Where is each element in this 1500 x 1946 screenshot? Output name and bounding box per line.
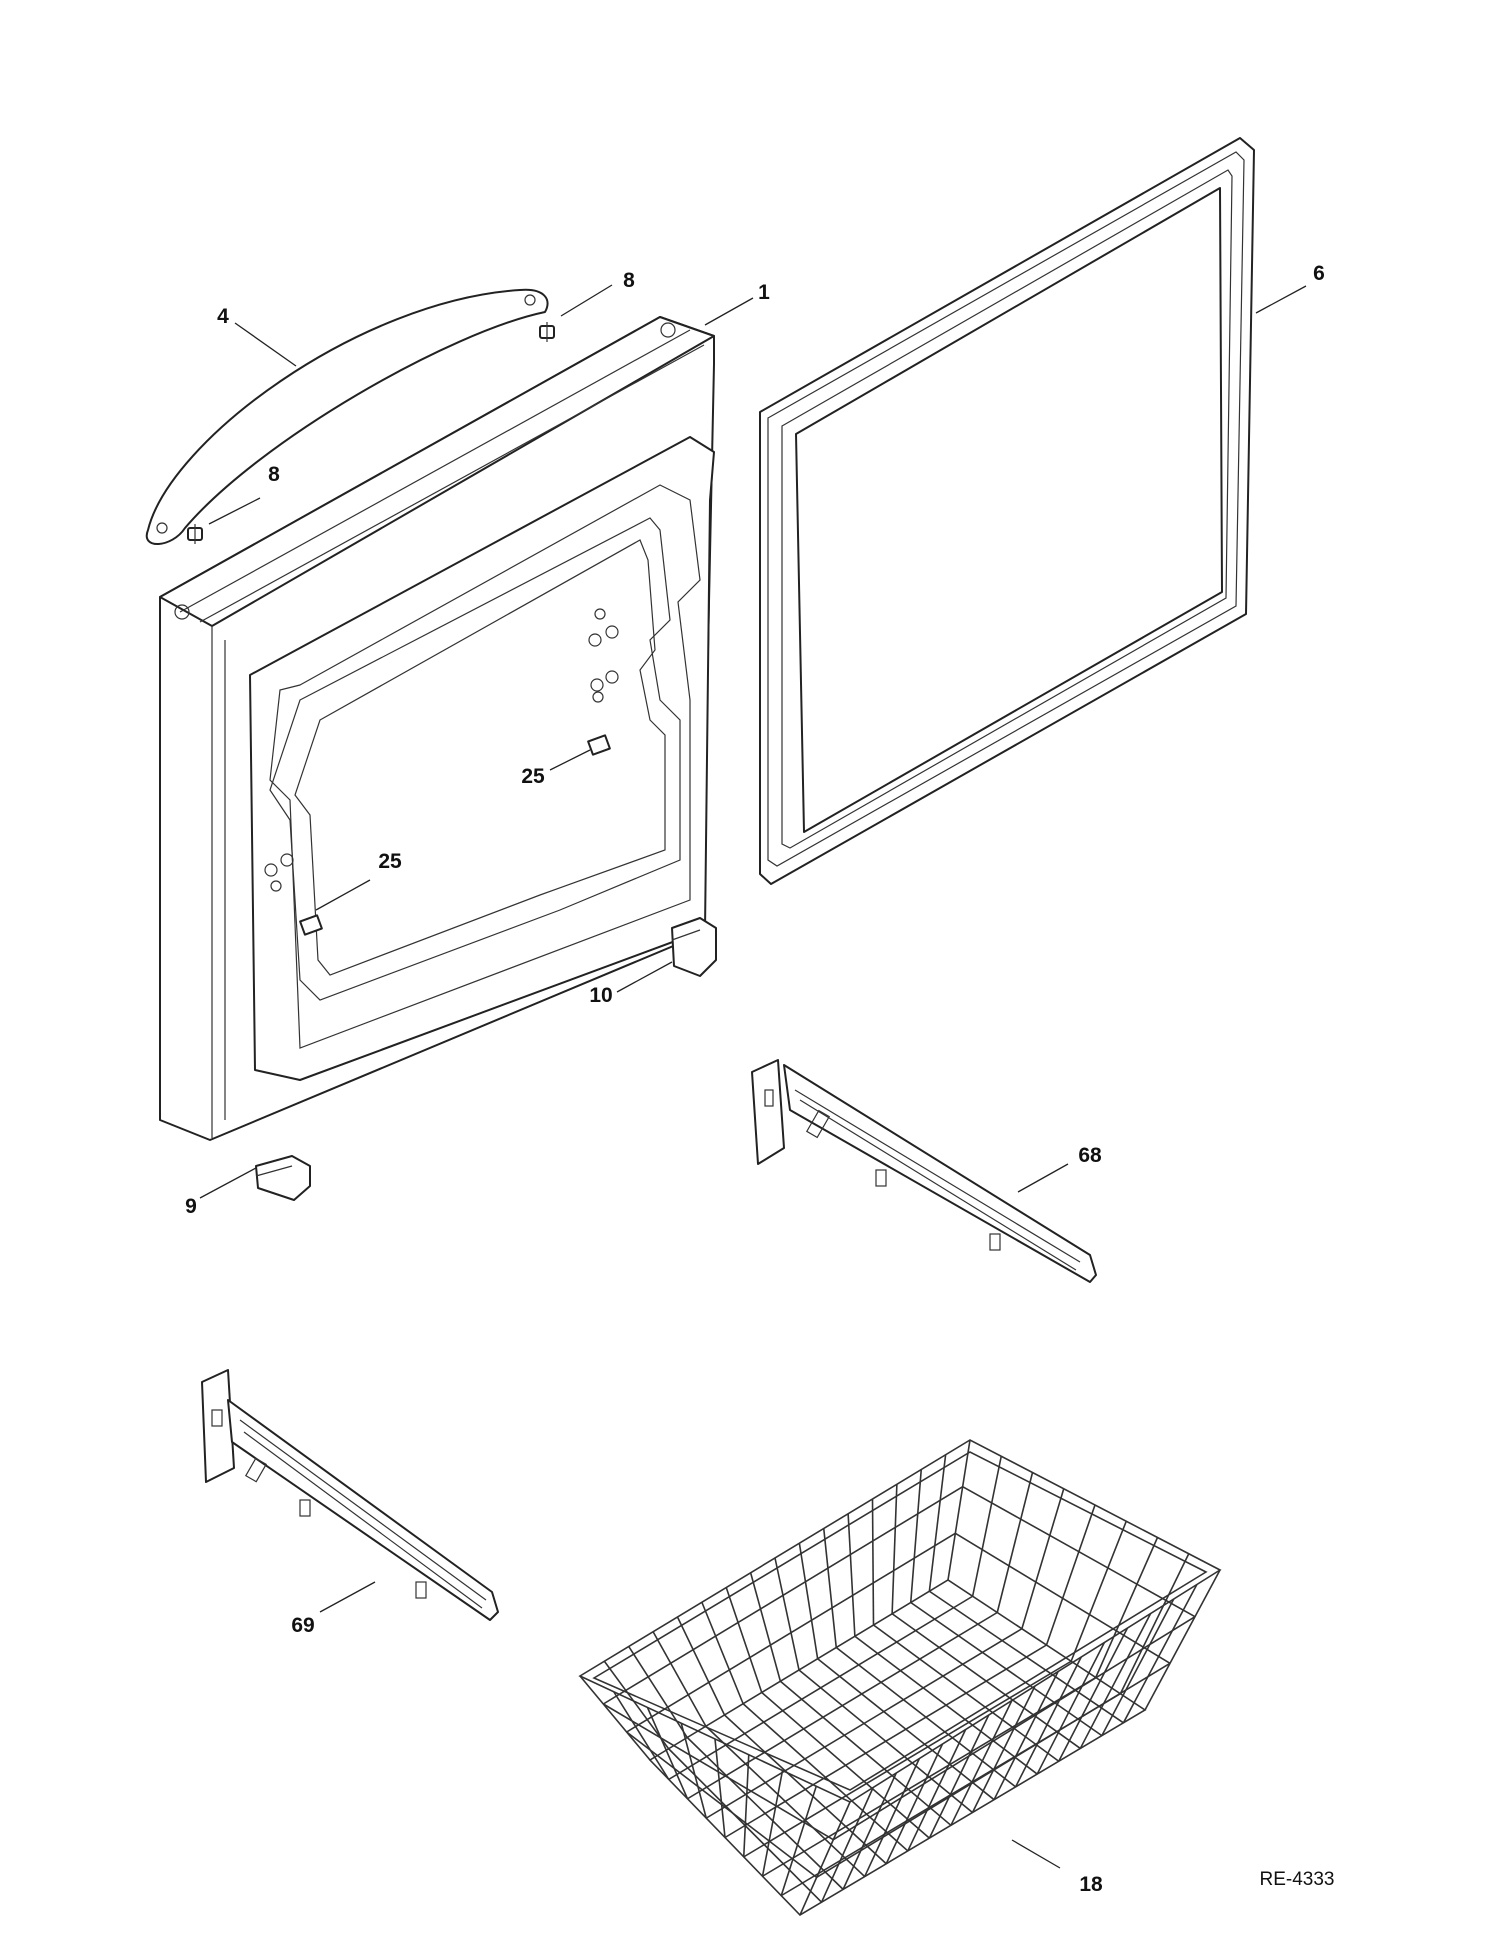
basket-part — [578, 1439, 1222, 1917]
basket-wire — [628, 1646, 688, 1738]
basket-wire — [724, 1644, 1047, 1839]
slide-left-part — [201, 1369, 499, 1621]
hinge-cap-right-part — [671, 917, 717, 977]
callout-screw-upper: 8 — [623, 269, 635, 292]
basket-wire — [774, 1557, 800, 1671]
callout-hinge-cap-left: 9 — [185, 1195, 197, 1218]
basket-wire — [909, 1469, 923, 1603]
screw-upper-part — [539, 322, 555, 342]
basket-wire — [832, 1615, 1196, 1841]
basket-wire — [762, 1676, 1097, 1877]
basket-wire — [602, 1485, 964, 1705]
document-id: RE-4333 — [1259, 1869, 1335, 1890]
basket-wire — [885, 1743, 944, 1865]
basket-wire — [928, 1454, 947, 1592]
callout-slide-right: 68 — [1078, 1144, 1102, 1167]
basket-wire — [1119, 1553, 1190, 1695]
basket-wire — [626, 1532, 956, 1733]
basket-wire — [1122, 1584, 1198, 1724]
basket-wire — [749, 1572, 782, 1682]
basket-wire — [928, 1714, 990, 1839]
basket-wire — [780, 1786, 818, 1896]
basket-wire — [971, 1456, 1003, 1597]
basket-wire — [1079, 1613, 1152, 1749]
callout-clip-lower: 25 — [378, 850, 402, 873]
leader-lines — [199, 284, 1307, 1869]
callout-hinge-cap-right: 10 — [589, 984, 613, 1007]
basket-wire — [798, 1543, 819, 1659]
callout-clip-upper: 25 — [521, 765, 545, 788]
callout-handle: 4 — [217, 305, 229, 328]
basket-wire — [871, 1498, 875, 1626]
basket-wire — [603, 1660, 670, 1750]
clip-lower-part — [299, 914, 323, 936]
basket-wire — [1045, 1504, 1096, 1646]
basket-wire — [676, 1616, 726, 1716]
basket-wire — [1070, 1520, 1127, 1662]
basket-wire — [687, 1611, 998, 1800]
basket-wire — [668, 1595, 974, 1781]
basket-wire — [646, 1707, 689, 1800]
basket-wire — [725, 1587, 763, 1693]
basket-wire — [996, 1472, 1034, 1613]
basket-wire — [907, 1729, 967, 1852]
basket-wire — [743, 1660, 1072, 1858]
basket-wire — [701, 1601, 744, 1705]
basket-wire — [954, 1532, 1171, 1665]
basket-wire — [705, 1628, 1023, 1819]
basket-wire — [626, 1731, 818, 1878]
basket-wire — [761, 1770, 784, 1877]
gasket-part — [759, 137, 1255, 885]
basket-wire — [962, 1485, 1196, 1618]
callout-gasket: 6 — [1313, 262, 1325, 285]
callout-door: 1 — [758, 281, 770, 304]
basket-wire — [714, 1738, 726, 1838]
basket-wire — [891, 1484, 898, 1614]
basket-wire — [652, 1631, 707, 1727]
slide-right-part — [751, 1059, 1097, 1283]
basket-wire — [680, 1723, 708, 1819]
clip-upper-part — [587, 734, 611, 756]
basket-wire — [1095, 1537, 1159, 1678]
callout-screw-lower: 8 — [268, 463, 280, 486]
basket-wire — [602, 1703, 834, 1841]
callout-slide-left: 69 — [291, 1614, 315, 1637]
basket-wire — [1021, 1488, 1065, 1629]
basket-wire — [950, 1700, 1013, 1826]
basket-wire — [613, 1691, 670, 1780]
basket-wire — [1058, 1627, 1129, 1762]
basket-wire — [820, 1787, 874, 1903]
handle-part — [145, 288, 549, 545]
screw-lower-part — [187, 524, 203, 544]
door-part — [159, 316, 715, 1141]
hinge-cap-left-part — [255, 1155, 311, 1201]
basket-wire — [742, 1754, 750, 1857]
basket-wire — [1036, 1642, 1106, 1775]
basket-wire — [863, 1758, 921, 1877]
callout-basket: 18 — [1079, 1873, 1103, 1896]
basket-wire — [847, 1513, 856, 1637]
basket-wire — [1101, 1598, 1175, 1736]
basket-wire — [842, 1772, 897, 1890]
basket-wire — [822, 1528, 838, 1648]
basket-wire — [816, 1662, 1171, 1879]
